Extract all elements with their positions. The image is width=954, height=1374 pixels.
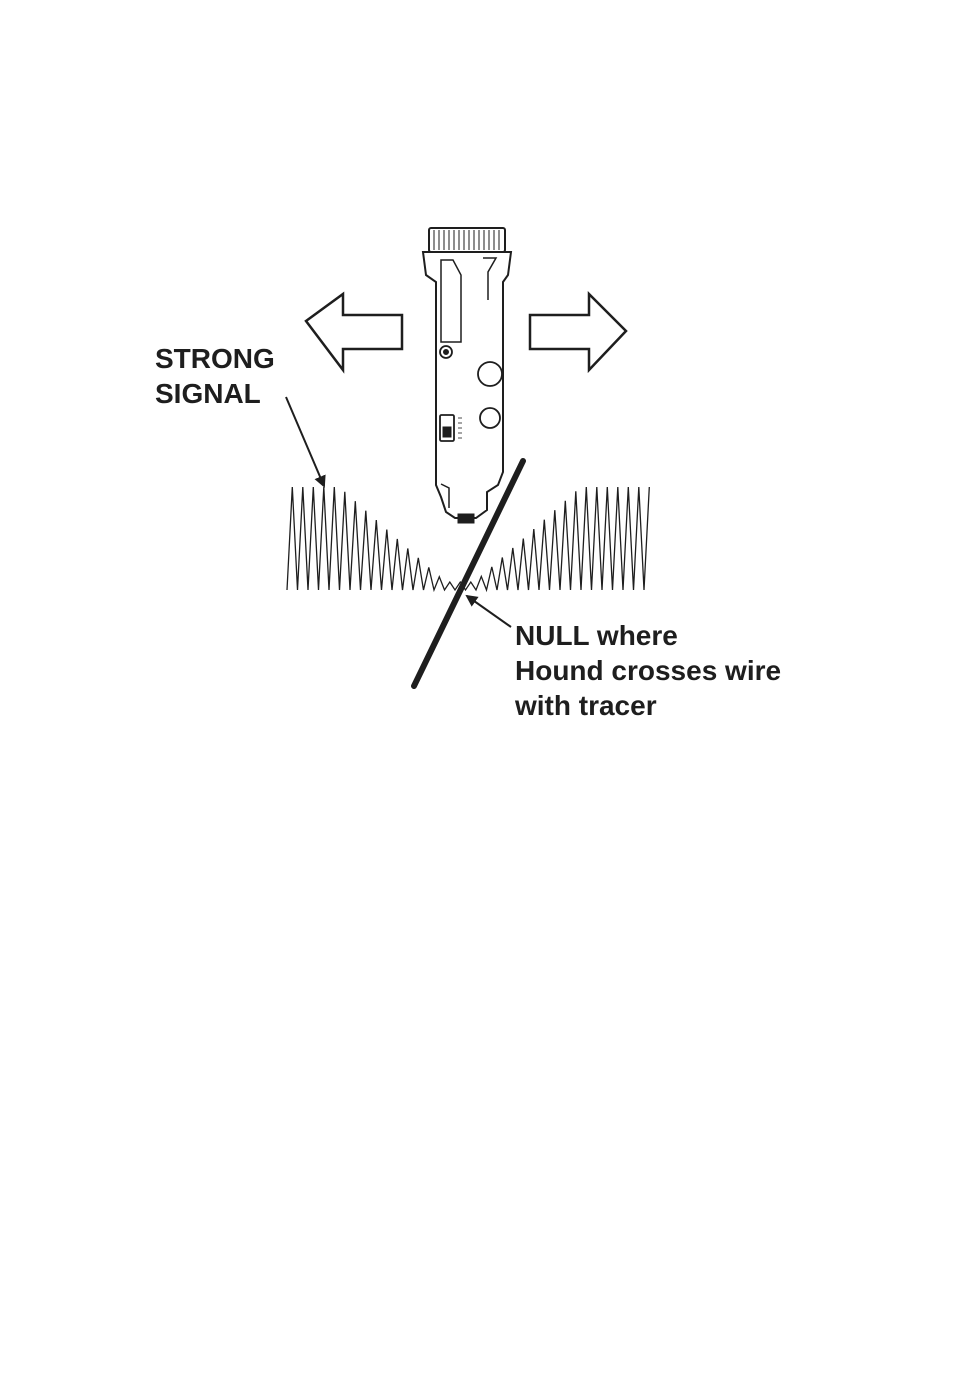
strong-signal-line-1: STRONG [155,341,275,376]
null-pointer [467,596,511,627]
strong-signal-label: STRONG SIGNAL [155,341,275,411]
probe-icon [423,228,511,523]
null-annotation-line-1: NULL where [515,618,781,653]
null-annotation: NULL where Hound crosses wire with trace… [515,618,781,723]
arrow-left-icon [306,294,402,370]
arrow-right-icon [530,294,626,370]
null-annotation-line-2: Hound crosses wire [515,653,781,688]
strong-signal-line-2: SIGNAL [155,376,275,411]
null-annotation-line-3: with tracer [515,688,781,723]
strong-signal-pointer [286,397,324,486]
